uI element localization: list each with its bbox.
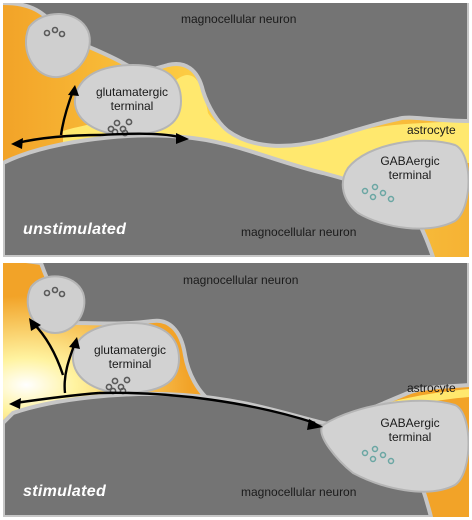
- glutamatergic-terminal: [71, 321, 181, 395]
- astrocyte-label: astrocyte: [407, 381, 456, 395]
- state-label: unstimulated: [23, 221, 127, 238]
- unstimulated-panel: magnocellular neuron glutamatergic termi…: [3, 3, 469, 257]
- gaba-label: GABAergic terminal: [380, 416, 440, 444]
- astrocyte-label: astrocyte: [407, 123, 456, 137]
- state-label: stimulated: [23, 483, 107, 500]
- glutamatergic-label: glutamatergic terminal: [93, 343, 167, 371]
- glutamatergic-label: glutamatergic terminal: [95, 85, 169, 113]
- lower-neuron-label: magnocellular neuron: [241, 485, 357, 499]
- lower-neuron-label: magnocellular neuron: [241, 225, 357, 239]
- gaba-vesicles: [361, 183, 395, 203]
- stimulated-diagram: [3, 263, 469, 517]
- gaba-label: GABAergic terminal: [380, 154, 440, 182]
- unstimulated-diagram: [3, 3, 469, 257]
- glutamate-vesicles: [105, 376, 131, 395]
- small-terminal: [26, 275, 86, 335]
- small-terminal-vesicles: [43, 286, 66, 298]
- gaba-terminal: [341, 139, 469, 230]
- upper-neuron-label: magnocellular neuron: [183, 273, 299, 287]
- arrowheads: [9, 318, 323, 430]
- upper-neuron-label: magnocellular neuron: [181, 12, 297, 26]
- small-terminal: [24, 13, 91, 79]
- arrowheads: [11, 85, 189, 149]
- small-terminal-vesicles: [43, 26, 66, 38]
- gaba-vesicles: [361, 445, 395, 465]
- gaba-terminal: [320, 399, 469, 493]
- stimulated-panel: magnocellular neuron glutamatergic termi…: [3, 263, 469, 517]
- glutamatergic-terminal: [73, 63, 183, 137]
